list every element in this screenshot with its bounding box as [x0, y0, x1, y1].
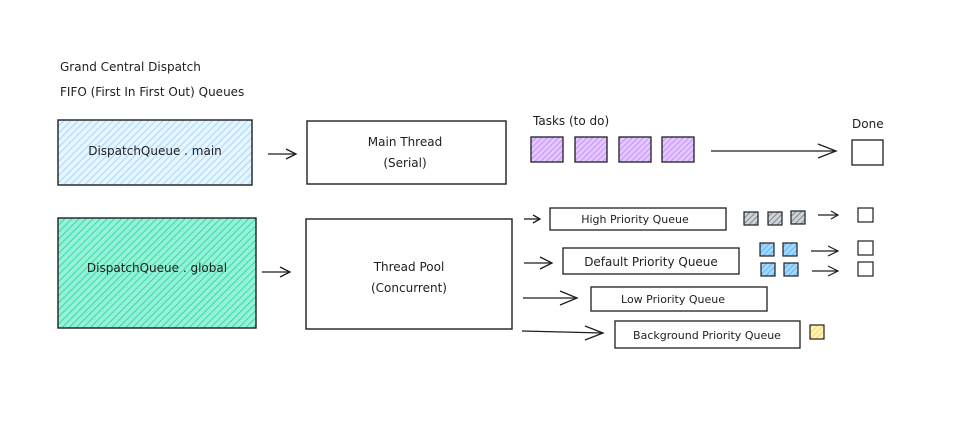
background-priority-queue: Background Priority Queue [614, 320, 801, 349]
arrow-icon [268, 148, 298, 160]
title-line-1: Grand Central Dispatch [60, 60, 201, 74]
title-line-2: FIFO (First In First Out) Queues [60, 85, 244, 99]
done-box [857, 207, 874, 223]
main-tasks [530, 136, 695, 163]
task-item [767, 211, 783, 226]
main-thread-title: Main Thread [368, 135, 442, 149]
tasks-label: Tasks (to do) [532, 114, 609, 128]
task-item [759, 242, 775, 257]
task-item [783, 262, 799, 277]
task-item [760, 262, 776, 277]
arrow-icon [811, 245, 840, 257]
arrow-icon [818, 210, 840, 220]
thread-pool-box: Thread Pool (Concurrent) [305, 218, 513, 330]
done-box [857, 240, 874, 256]
main-queue-box: DispatchQueue . main [57, 119, 253, 186]
task-item [618, 136, 652, 163]
arrow-icon [521, 325, 605, 341]
task-item [530, 136, 564, 163]
main-thread-box: Main Thread (Serial) [306, 120, 507, 185]
background-priority-label: Background Priority Queue [633, 329, 781, 342]
arrow-icon [524, 214, 542, 224]
low-priority-queue: Low Priority Queue [590, 286, 768, 312]
done-label: Done [852, 117, 884, 131]
task-item [574, 136, 608, 163]
arrow-icon [524, 256, 554, 270]
low-priority-label: Low Priority Queue [621, 293, 725, 306]
main-queue-label: DispatchQueue . main [88, 144, 222, 158]
arrow-icon [812, 265, 840, 277]
task-item [790, 210, 806, 225]
high-priority-label: High Priority Queue [581, 213, 689, 226]
task-item [661, 136, 695, 163]
arrow-icon [523, 290, 579, 306]
thread-pool-subtitle: (Concurrent) [371, 281, 447, 295]
done-box [857, 261, 874, 277]
task-item [809, 324, 825, 340]
task-item [782, 242, 798, 257]
global-queue-label: DispatchQueue . global [87, 261, 227, 275]
high-priority-queue: High Priority Queue [549, 207, 727, 231]
main-thread-subtitle: (Serial) [383, 156, 426, 170]
thread-pool-title: Thread Pool [373, 260, 445, 274]
task-item [743, 211, 759, 226]
arrow-icon [711, 143, 838, 159]
global-queue-box: DispatchQueue . global [57, 217, 257, 329]
default-priority-label: Default Priority Queue [584, 255, 718, 269]
default-priority-queue: Default Priority Queue [562, 247, 740, 275]
arrow-icon [262, 266, 292, 278]
done-box [851, 139, 884, 166]
